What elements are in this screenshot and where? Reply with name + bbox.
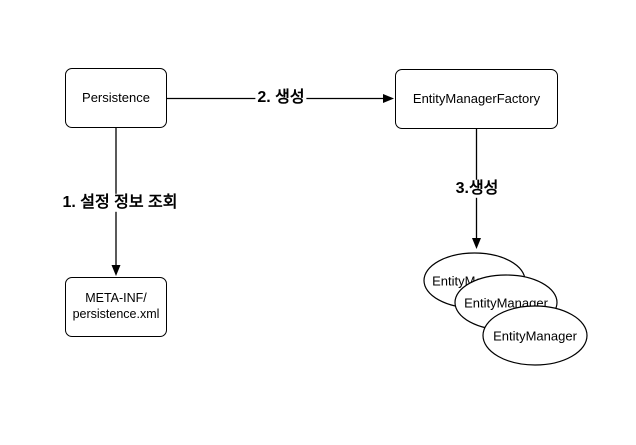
edge-label-step2-create-factory: 2. 생성: [255, 88, 307, 108]
entity-manager-factory-node: EntityManagerFactory: [395, 69, 558, 129]
persistence-xml-node-label-line2: persistence.xml: [72, 307, 160, 321]
persistence-node: Persistence: [65, 68, 167, 128]
persistence-xml-node: META-INF/ persistence.xml: [65, 277, 167, 337]
entity-manager-factory-node-label: EntityManagerFactory: [412, 90, 541, 106]
persistence-xml-node-label-line1: META-INF/: [85, 291, 147, 306]
edge-label-step1-read-config: 1. 설정 정보 조회: [60, 193, 180, 213]
arrow-step2-head-icon: [383, 94, 394, 103]
arrow-step3-head-icon: [472, 238, 481, 249]
persistence-node-label: Persistence: [82, 89, 150, 105]
entity-manager-ellipse-3: [482, 305, 588, 366]
arrow-step1-head-icon: [111, 265, 121, 276]
entity-manager-label-3: EntityManager: [493, 328, 577, 344]
edge-label-step3-create-entity-manager: 3.생성: [453, 179, 501, 199]
